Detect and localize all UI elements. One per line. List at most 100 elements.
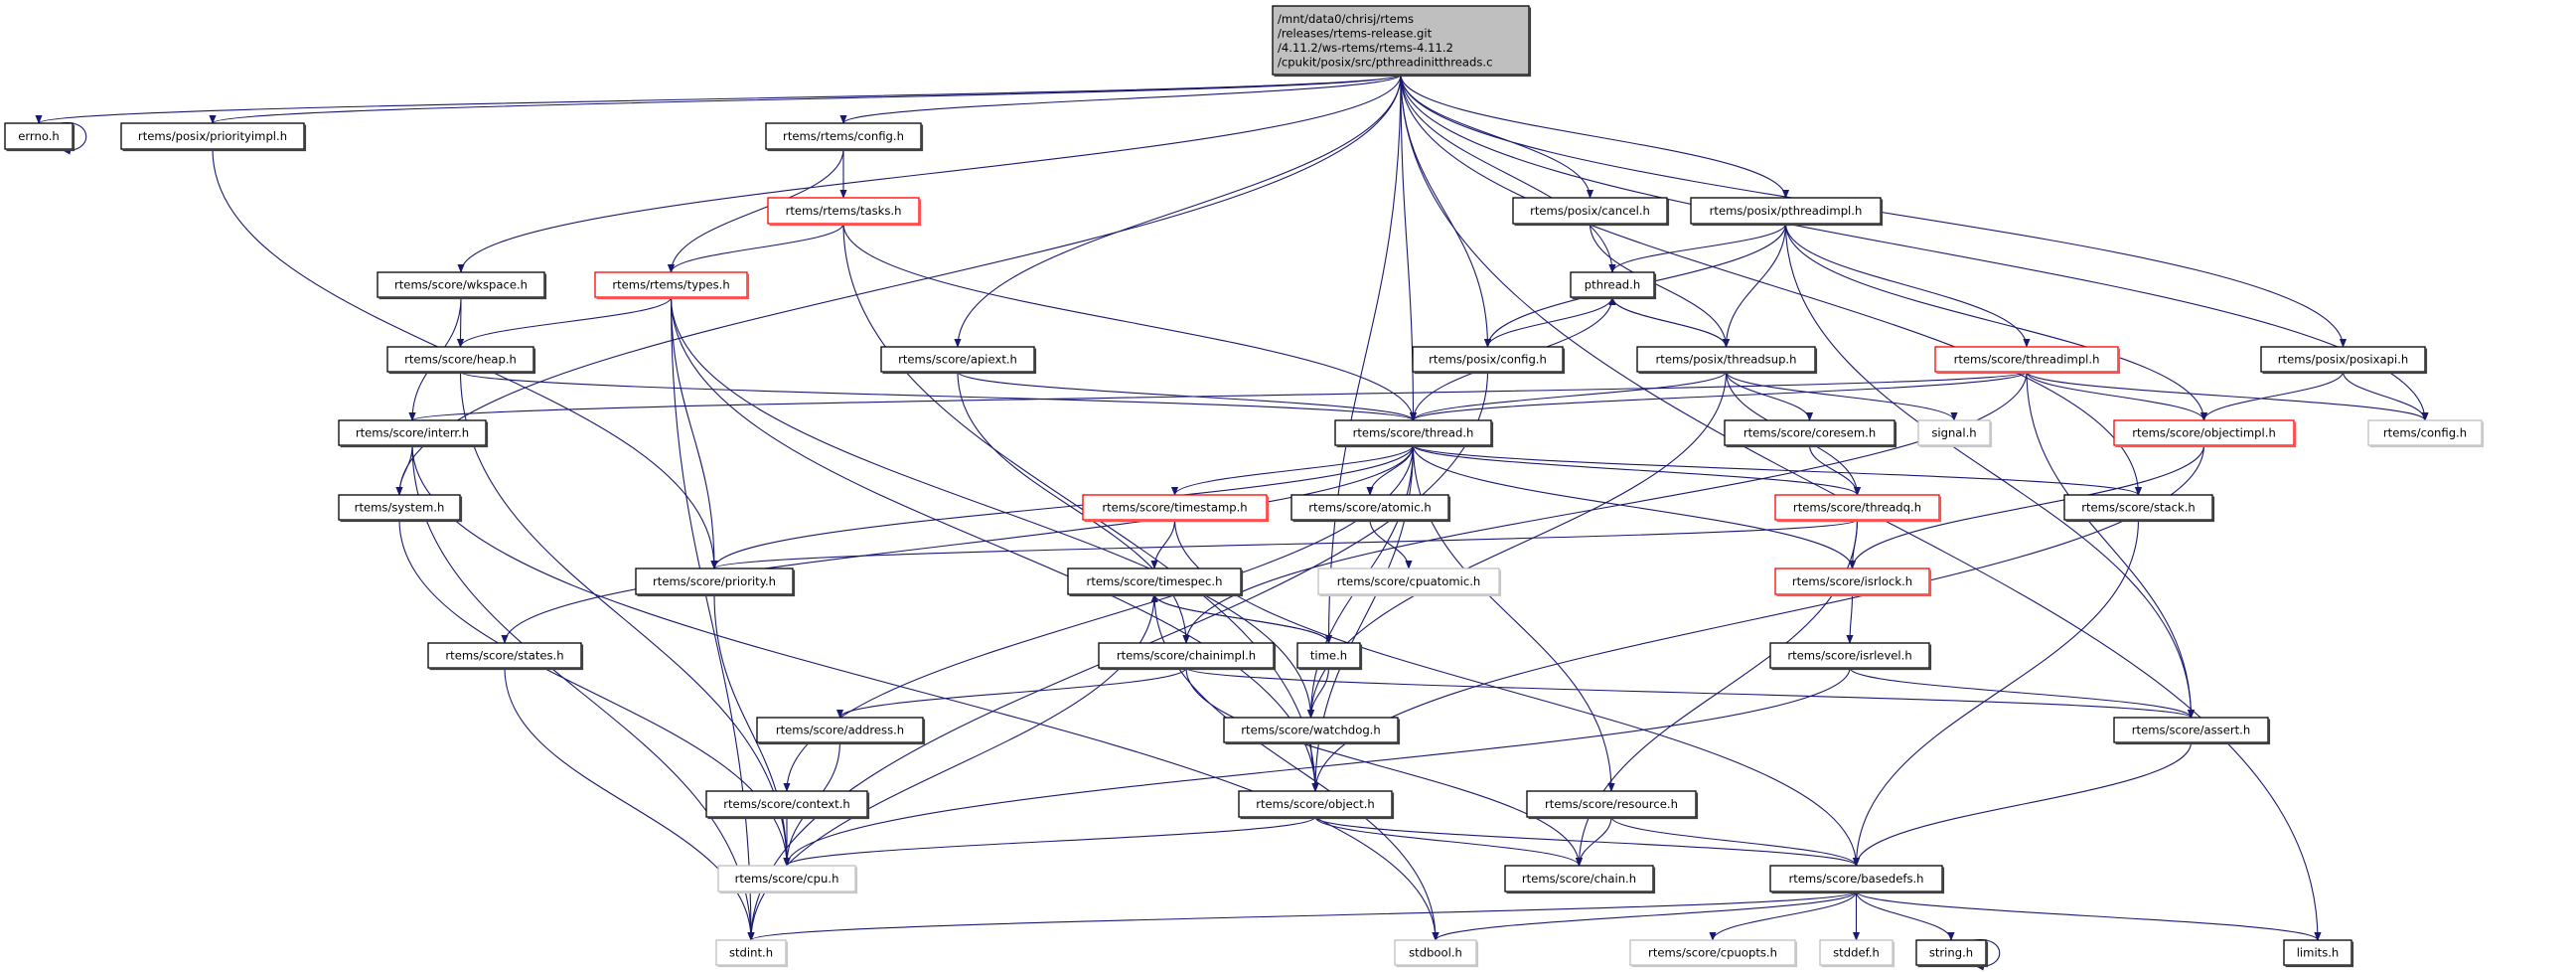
edge-root-to-rtems-system-h [395,74,1402,496]
node-shadow [1919,421,1993,448]
node-shadow [1084,496,1270,523]
edge-rtems-rtems-config-h-to-rtems-rtems-types-h [667,148,844,273]
node-box [1774,567,1930,595]
edge-rtems-posix-cancel-h-to-rtems-posix-threadsup-h [1589,223,1731,348]
node-label: rtems/posix/pthreadimpl.h [1710,204,1863,218]
node-shadow [767,124,924,152]
node-rtems-posix-pthreadimpl-h[interactable]: rtems/posix/pthreadimpl.h [1690,197,1884,227]
node-rtems-score-timespec-h[interactable]: rtems/score/timespec.h [1067,567,1244,597]
node-rtems-score-basedefs-h[interactable]: rtems/score/basedefs.h [1769,865,1945,894]
node-label: rtems/score/priority.h [653,574,776,588]
node-rtems-score-cpuatomic-h[interactable]: rtems/score/cpuatomic.h [1317,567,1502,597]
node-label: stddef.h [1833,946,1880,960]
node-errno-h[interactable]: errno.h [4,122,76,152]
node-rtems-posix-priorityimpl-h[interactable]: rtems/posix/priorityimpl.h [120,122,307,152]
node-label: rtems/score/interr.h [356,426,469,440]
node-rtems-rtems-config-h[interactable]: rtems/rtems/config.h [765,122,924,152]
edge-rtems-score-threadimpl-h-to-rtems-score-objectimpl-h [2026,371,2208,421]
node-pthread-h[interactable]: pthread.h [1570,271,1657,300]
node-rtems-score-assert-h[interactable]: rtems/score/assert.h [2113,717,2271,745]
edge-rtems-score-watchdog-h-to-rtems-score-object-h [1309,741,1319,792]
node-rtems-score-resource-h[interactable]: rtems/score/resource.h [1526,790,1699,820]
node-rtems-score-threadimpl-h[interactable]: rtems/score/threadimpl.h [1934,346,2121,375]
node-rtems-rtems-tasks-h[interactable]: rtems/rtems/tasks.h [767,197,922,227]
node-box [1082,494,1268,521]
node-label: rtems/posix/priorityimpl.h [138,129,287,143]
node-rtems-posix-cancel-h[interactable]: rtems/posix/cancel.h [1512,197,1670,227]
node-rtems-score-isrlock-h[interactable]: rtems/score/isrlock.h [1774,567,1932,597]
edge-time-h-to-rtems-score-watchdog-h [1306,667,1330,719]
node-label: rtems/posix/config.h [1429,353,1547,367]
node-shadow [1274,7,1532,78]
edge-root-to-rtems-posix-priorityimpl-h [209,74,1402,124]
root-file-node[interactable]: /mnt/data0/chrisj/rtems/releases/rtems-r… [1272,5,1532,78]
node-signal-h[interactable]: signal.h [1917,419,1993,448]
node-stdbool-h[interactable]: stdbool.h [1394,939,1479,968]
node-rtems-posix-threadsup-h[interactable]: rtems/posix/threadsup.h [1636,346,1818,375]
node-limits-h[interactable]: limits.h [2283,939,2354,968]
node-box [1238,790,1393,818]
node-rtems-score-chainimpl-h[interactable]: rtems/score/chainimpl.h [1098,642,1277,671]
node-rtems-score-interr-h[interactable]: rtems/score/interr.h [338,419,489,448]
node-label: rtems/score/isrlock.h [1792,574,1912,588]
node-label: rtems/score/object.h [1256,797,1375,811]
node-stdint-h[interactable]: stdint.h [715,939,789,968]
node-shadow [6,124,76,152]
node-rtems-score-objectimpl-h[interactable]: rtems/score/objectimpl.h [2113,419,2297,448]
node-label: rtems/score/cpuatomic.h [1337,574,1481,588]
node-label: /4.11.2/ws-rtems/rtems-4.11.2 [1278,41,1453,55]
node-rtems-score-priority-h[interactable]: rtems/score/priority.h [635,567,796,597]
node-rtems-score-threadq-h[interactable]: rtems/score/threadq.h [1774,494,1942,523]
node-shadow [340,421,489,448]
node-label: rtems/score/states.h [445,649,563,663]
node-rtems-score-stack-h[interactable]: rtems/score/stack.h [2063,494,2215,523]
node-label: rtems/posix/threadsup.h [1656,353,1797,367]
node-shadow [719,867,858,894]
edge-rtems-score-coresem-h-to-rtems-score-threadq-h [1808,444,1862,496]
node-rtems-score-heap-h[interactable]: rtems/score/heap.h [386,346,536,375]
node-stddef-h[interactable]: stddef.h [1819,939,1895,968]
node-rtems-score-chain-h[interactable]: rtems/score/chain.h [1504,865,1656,894]
node-rtems-rtems-types-h[interactable]: rtems/rtems/types.h [594,271,750,300]
node-box [2113,419,2295,446]
node-rtems-score-object-h[interactable]: rtems/score/object.h [1238,790,1395,820]
edge-rtems-score-chainimpl-h-to-rtems-score-assert-h [1185,667,2195,719]
node-rtems-posix-config-h[interactable]: rtems/posix/config.h [1412,346,1566,375]
node-label: rtems/score/context.h [723,797,849,811]
edge-rtems-posix-pthreadimpl-h-to-pthread-h [1608,223,1787,273]
node-string-h[interactable]: string.h [1915,939,1989,968]
node-rtems-score-cpu-h[interactable]: rtems/score/cpu.h [717,865,858,894]
node-shadow [388,348,536,375]
node-rtems-score-thread-h[interactable]: rtems/score/thread.h [1334,419,1494,448]
node-shadow [1528,792,1699,820]
node-rtems-score-wkspace-h[interactable]: rtems/score/wkspace.h [377,271,547,300]
node-rtems-system-h[interactable]: rtems/system.h [338,494,463,523]
node-label: errno.h [18,129,60,143]
node-rtems-score-watchdog-h[interactable]: rtems/score/watchdog.h [1223,717,1401,745]
node-rtems-score-timestamp-h[interactable]: rtems/score/timestamp.h [1082,494,1270,523]
node-label: rtems/score/thread.h [1353,426,1474,440]
node-rtems-score-atomic-h[interactable]: rtems/score/atomic.h [1290,494,1451,523]
node-label: rtems/score/resource.h [1545,797,1678,811]
node-label: rtems/score/heap.h [404,353,517,367]
node-rtems-score-cpuopts-h[interactable]: rtems/score/cpuopts.h [1629,939,1798,968]
node-rtems-score-isrlevel-h[interactable]: rtems/score/isrlevel.h [1769,642,1932,671]
node-rtems-config-h[interactable]: rtems/config.h [2367,419,2485,448]
node-rtems-score-context-h[interactable]: rtems/score/context.h [705,790,870,820]
node-label: rtems/score/stack.h [2081,501,2196,515]
edge-rtems-score-chainimpl-h-to-rtems-score-address-h [836,667,1187,719]
edge-rtems-score-interr-h-to-stdbool-h [411,444,1440,941]
node-rtems-score-coresem-h[interactable]: rtems/score/coresem.h [1724,419,1897,448]
edge-rtems-score-thread-h-to-rtems-score-isrlock-h [1412,444,1857,569]
node-rtems-score-address-h[interactable]: rtems/score/address.h [756,717,926,745]
edge-rtems-score-threadimpl-h-to-rtems-score-interr-h [409,371,2028,421]
node-label: rtems/posix/cancel.h [1530,204,1650,218]
node-label: rtems/score/chainimpl.h [1117,649,1256,663]
node-rtems-score-apiext-h[interactable]: rtems/score/apiext.h [880,346,1037,375]
node-shadow [1726,421,1897,448]
node-time-h[interactable]: time.h [1296,642,1363,671]
node-shadow [1692,199,1884,227]
node-rtems-posix-posixapi-h[interactable]: rtems/posix/posixapi.h [2260,346,2428,375]
edge-rtems-score-atomic-h-to-rtems-score-cpuatomic-h [1369,519,1413,569]
node-rtems-score-states-h[interactable]: rtems/score/states.h [427,642,584,671]
